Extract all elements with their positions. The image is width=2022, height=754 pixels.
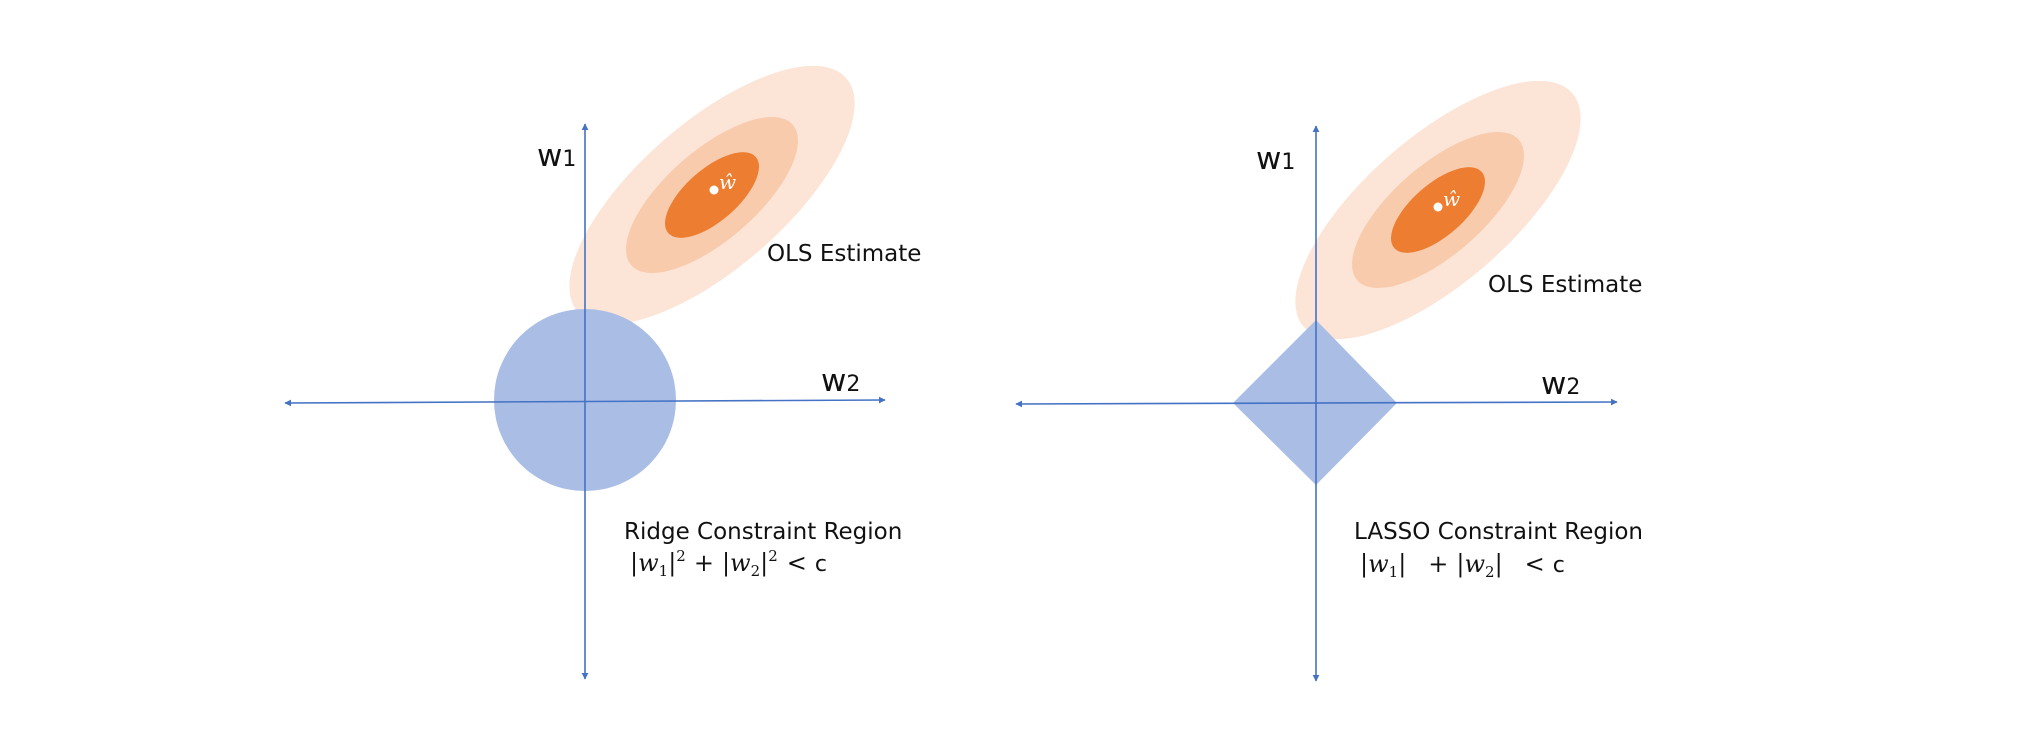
ridge-ols-contours xyxy=(569,65,855,325)
ridge-contour-inner xyxy=(665,152,759,238)
lasso-constraint-formula: |w1|+|w2|<c xyxy=(1360,550,1565,581)
ridge-constraint-formula: |w1|2+|w2|2<c xyxy=(630,547,827,580)
lasso-x-axis-label: w2 xyxy=(1541,366,1580,402)
ridge-panel: ŵ w1 w2 OLS Estimate Ridge Constraint Re… xyxy=(284,65,921,680)
lasso-estimate-point xyxy=(1433,202,1443,212)
ridge-estimate-point xyxy=(709,185,719,195)
lasso-panel: ŵ w1 w2 OLS Estimate LASSO Constraint Re… xyxy=(1015,80,1643,682)
lasso-ols-label: OLS Estimate xyxy=(1488,272,1642,298)
lasso-constraint-title: LASSO Constraint Region xyxy=(1354,519,1643,545)
ridge-x-axis-label: w2 xyxy=(821,363,860,399)
lasso-estimate-symbol: ŵ xyxy=(1443,187,1460,211)
ridge-y-axis-label: w1 xyxy=(537,138,576,174)
lasso-y-axis-label: w1 xyxy=(1256,141,1295,177)
ridge-ols-label: OLS Estimate xyxy=(767,241,921,267)
ridge-constraint-title: Ridge Constraint Region xyxy=(624,519,902,545)
ridge-estimate-symbol: ŵ xyxy=(719,170,736,194)
